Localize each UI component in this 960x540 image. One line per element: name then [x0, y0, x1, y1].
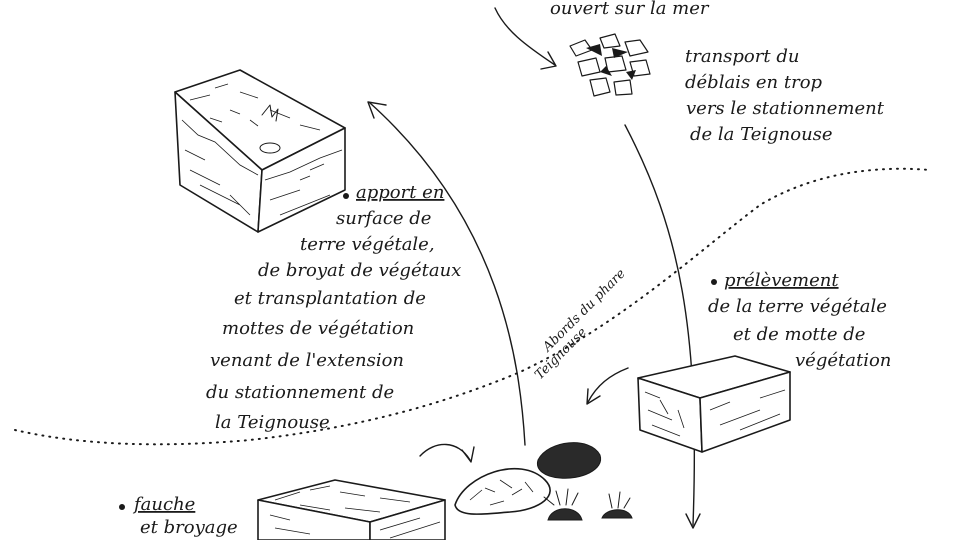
apport-line-1: apport en: [356, 182, 444, 203]
transport-line-2: déblais en trop: [685, 72, 823, 93]
vegetation-mounds: [454, 442, 633, 521]
prelevement-line-3: et de motte de: [733, 324, 865, 345]
debris-pile: [569, 33, 651, 97]
apport-line-5: et transplantation de: [234, 288, 426, 309]
apport-line-3: terre végétale,: [300, 234, 435, 255]
transport-line-3: vers le stationnement: [686, 98, 885, 119]
apport-line-8: du stationnement de: [206, 382, 394, 403]
arrow-head-mounds: [461, 446, 475, 463]
fauche-text: fauche et broyage: [119, 494, 238, 538]
prelevement-line-2: de la terre végétale: [708, 296, 887, 317]
arrow-to-apport: [369, 102, 526, 446]
transport-line-1: transport du: [685, 46, 799, 67]
arrow-head-apport: [367, 101, 387, 119]
zone-label-line-1: Abords du phare: [540, 266, 629, 355]
prelevement-line-4: végétation: [795, 350, 891, 371]
arrow-head-debris: [540, 51, 557, 70]
transport-line-4: de la Teignouse: [690, 124, 833, 145]
apport-line-6: mottes de végétation: [222, 318, 414, 339]
arrow-head-down: [685, 513, 701, 529]
fauche-line-1: fauche: [132, 494, 195, 515]
fauche-line-2: et broyage: [140, 517, 238, 538]
apport-line-7: venant de l'extension: [210, 350, 404, 371]
apport-line-2: surface de: [336, 208, 431, 229]
arrow-head-prelevement: [586, 388, 601, 405]
apport-soil-block: [174, 69, 346, 233]
arrow-to-prelevement: [587, 367, 629, 403]
prelevement-soil-block: [637, 355, 791, 453]
zone-label: Abords du phare: [540, 266, 629, 355]
prelevement-line-1: prélèvement: [724, 270, 839, 291]
prelevement-text: prélèvement de la terre végétale et de m…: [708, 270, 891, 371]
arrow-to-mounds: [419, 443, 471, 461]
apport-line-9: la Teignouse: [215, 412, 330, 433]
apport-text: apport en surface de terre végétale, de …: [206, 182, 461, 433]
arrow-downward-right: [624, 124, 696, 526]
transport-text: transport du déblais en trop vers le sta…: [685, 46, 885, 145]
apport-line-4: de broyat de végétaux: [258, 260, 461, 281]
arrow-to-debris: [494, 7, 556, 66]
top-label: ouvert sur la mer: [550, 0, 710, 19]
fauche-block: [257, 479, 446, 540]
